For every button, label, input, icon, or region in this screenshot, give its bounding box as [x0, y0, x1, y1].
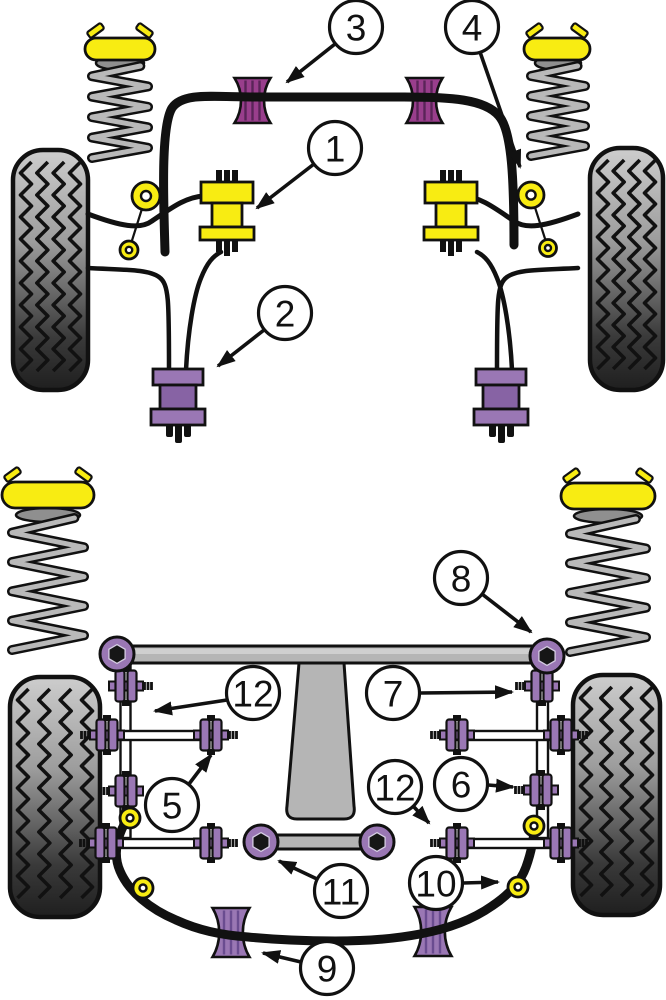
callout-12-b-arrow: [412, 805, 431, 825]
front-right-lower-arm: [494, 265, 581, 373]
front-droplink-bush-right-upper: [516, 180, 546, 210]
callout-2[interactable]: 2: [256, 284, 314, 342]
front-mount-bush-right: [422, 170, 480, 256]
front-right-knuckle-link: [474, 249, 515, 373]
rear-droplink-bush-left-upper: [118, 806, 142, 830]
callout-12-a-label: 12: [232, 673, 273, 714]
front-right-spring: [526, 54, 590, 161]
rear-left-trailing-rod-lower-bush: [99, 771, 144, 811]
front-right-spring-top-mount: [522, 22, 592, 62]
front-anti-roll-bar: [159, 91, 519, 257]
callout-8-arrow: [480, 592, 533, 634]
rear-right-upper-rod-outer-bush: [543, 715, 588, 755]
rear-left-lower-rod-outer-bush: [79, 823, 124, 863]
rear-beam-bush-right: [528, 637, 566, 675]
callout-1[interactable]: 1: [306, 119, 364, 177]
rear-left-lower-rod-inner-bush: [193, 823, 238, 863]
callout-2-arrow: [216, 328, 266, 368]
rear-left-upper-rod-inner-bush: [193, 715, 238, 755]
callout-11-arrow: [277, 859, 318, 881]
rear-right-trailing-rod-top-bush: [515, 666, 560, 706]
callout-12-b[interactable]: 12: [366, 758, 424, 816]
callout-4[interactable]: 4: [443, 0, 501, 56]
rear-right-spring-top-mount: [559, 467, 657, 511]
callout-5-arrow: [187, 753, 213, 786]
callout-7-label: 7: [383, 673, 404, 714]
callout-10-label: 10: [415, 863, 456, 904]
front-mount-bush-left: [198, 170, 256, 256]
callout-2-label: 2: [275, 293, 296, 334]
front-left-lower-arm: [85, 265, 172, 373]
callout-3-arrow: [285, 42, 337, 84]
rear-left-upper-rod-outer-bush: [80, 715, 125, 755]
callout-11-label: 11: [322, 871, 360, 912]
callout-10[interactable]: 10: [407, 854, 465, 912]
front-suspension-view: [10, 22, 666, 443]
callout-11[interactable]: 11: [312, 862, 370, 920]
rear-diff-hanger: [285, 661, 356, 821]
rear-beam-bush-left: [98, 635, 136, 673]
callout-12-b-label: 12: [374, 767, 415, 808]
rear-right-tire: [570, 672, 663, 918]
rear-right-lower-rod-inner-bush: [430, 823, 475, 863]
front-left-knuckle-link: [183, 249, 224, 373]
rear-link-bush-right: [358, 823, 396, 861]
rear-right-lower-rod-outer-bush: [543, 823, 588, 863]
callout-5[interactable]: 5: [143, 776, 201, 834]
rear-link-bush-left: [242, 823, 280, 861]
callout-3[interactable]: 3: [327, 0, 385, 56]
front-left-upper-arm: [85, 193, 207, 229]
rear-droplink-bush-left-lower: [131, 876, 155, 900]
callout-12-a-arrow: [153, 698, 228, 716]
callout-10-arrow: [462, 875, 500, 890]
rear-right-upper-rod-inner-bush: [430, 715, 475, 755]
callout-5-label: 5: [162, 785, 183, 826]
front-left-spring-top-mount: [83, 22, 157, 62]
callout-3-label: 3: [346, 7, 367, 48]
rear-left-tire: [7, 674, 103, 920]
callout-9[interactable]: 9: [298, 939, 356, 997]
callout-8[interactable]: 8: [432, 549, 490, 607]
front-droplink-bush-left-upper: [130, 180, 162, 212]
front-lower-arm-bush-right: [472, 367, 530, 443]
callout-4-label: 4: [462, 7, 483, 48]
front-left-tire: [10, 147, 91, 393]
front-droplink-bush-left-lower: [118, 239, 140, 261]
front-right-tire: [587, 145, 666, 393]
front-lower-arm-bush-left: [149, 367, 207, 443]
front-droplink-bush-right-lower: [538, 238, 558, 258]
callout-4-arrow: [478, 51, 522, 169]
callout-9-label: 9: [317, 948, 338, 989]
callout-6-arrow: [487, 778, 515, 793]
rear-suspension-view: [0, 466, 663, 959]
rear-left-spring: [7, 506, 89, 655]
callout-8-label: 8: [451, 558, 472, 599]
rear-right-spring: [565, 507, 651, 657]
callout-9-arrow: [261, 950, 302, 964]
callout-6-label: 6: [451, 764, 472, 805]
rear-droplink-bush-right-lower: [506, 875, 530, 899]
rear-beam: [115, 644, 551, 665]
callout-6[interactable]: 6: [432, 755, 490, 813]
callout-1-arrow: [255, 162, 316, 210]
front-left-spring: [87, 54, 153, 163]
callout-7-arrow: [419, 685, 514, 700]
callout-7[interactable]: 7: [364, 664, 422, 722]
callout-1-label: 1: [325, 128, 346, 169]
rear-left-spring-top-mount: [0, 466, 96, 510]
callout-12-a[interactable]: 12: [224, 664, 282, 722]
rear-right-trailing-rod-lower-bush: [514, 770, 559, 810]
rear-droplink-bush-right-upper: [522, 814, 546, 838]
